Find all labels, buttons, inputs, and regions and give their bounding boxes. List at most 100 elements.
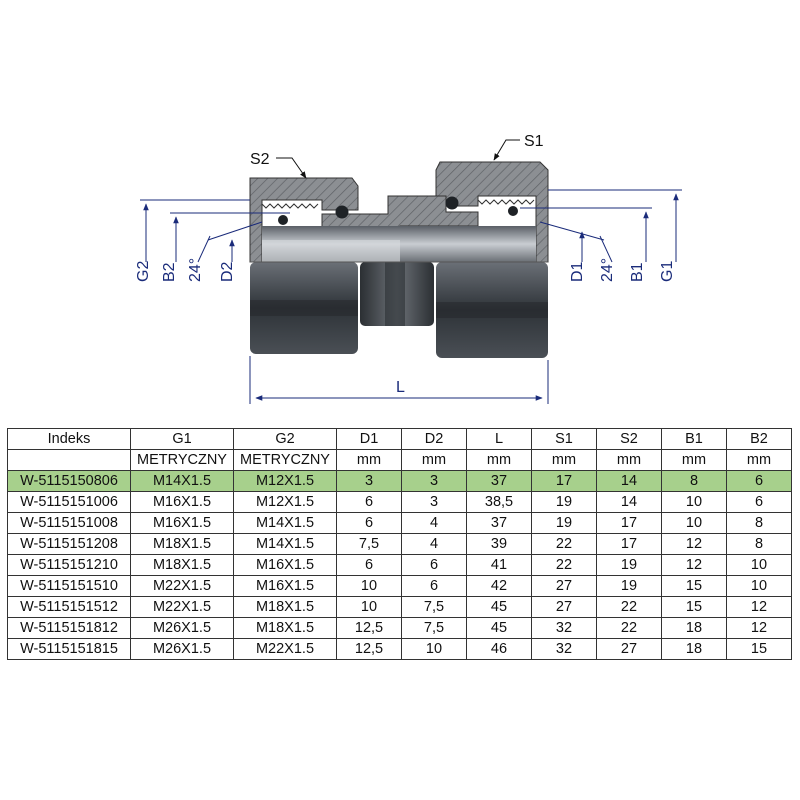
column-header: L <box>466 428 532 450</box>
value-cell: M18X1.5 <box>130 533 234 555</box>
value-cell: M22X1.5 <box>130 596 234 618</box>
value-cell: M26X1.5 <box>130 617 234 639</box>
column-header: G2 <box>233 428 337 450</box>
value-cell: M14X1.5 <box>233 512 337 534</box>
index-cell: W-5115151210 <box>7 554 131 576</box>
value-cell: 12,5 <box>336 617 402 639</box>
value-cell: M16X1.5 <box>130 491 234 513</box>
left-dimensions <box>140 199 290 263</box>
value-cell: 42 <box>466 575 532 597</box>
value-cell: M16X1.5 <box>233 575 337 597</box>
value-cell: 15 <box>661 575 727 597</box>
value-cell: 19 <box>596 554 662 576</box>
value-cell: 7,5 <box>336 533 402 555</box>
value-cell: 19 <box>596 575 662 597</box>
value-cell: 12 <box>726 617 792 639</box>
value-cell: M12X1.5 <box>233 491 337 513</box>
value-cell: 17 <box>596 533 662 555</box>
value-cell: 12 <box>661 554 727 576</box>
unit-cell: mm <box>531 449 597 471</box>
column-header: D2 <box>401 428 467 450</box>
value-cell: 12 <box>726 596 792 618</box>
value-cell: 10 <box>726 575 792 597</box>
unit-cell: mm <box>336 449 402 471</box>
value-cell: 19 <box>531 491 597 513</box>
value-cell: 32 <box>531 617 597 639</box>
value-cell: 10 <box>336 596 402 618</box>
right-ball <box>445 196 459 210</box>
value-cell: 3 <box>401 491 467 513</box>
value-cell: 4 <box>401 533 467 555</box>
column-header: B1 <box>661 428 727 450</box>
value-cell: 22 <box>596 617 662 639</box>
right-dimensions <box>520 189 682 263</box>
value-cell: 41 <box>466 554 532 576</box>
svg-text:S1: S1 <box>524 133 544 150</box>
fitting-cross-section <box>249 161 549 263</box>
value-cell: 39 <box>466 533 532 555</box>
label-d1: D1 <box>569 261 586 282</box>
label-g1: G1 <box>659 261 676 282</box>
unit-cell: mm <box>596 449 662 471</box>
value-cell: 6 <box>726 470 792 492</box>
right-nut-section <box>435 161 549 263</box>
value-cell: M18X1.5 <box>130 554 234 576</box>
right-bore <box>400 226 536 262</box>
label-b2: B2 <box>161 262 178 282</box>
length-dimension <box>249 356 549 404</box>
value-cell: 15 <box>661 596 727 618</box>
value-cell: 22 <box>531 554 597 576</box>
value-cell: 8 <box>726 533 792 555</box>
value-cell: M26X1.5 <box>130 638 234 660</box>
value-cell: 27 <box>531 575 597 597</box>
value-cell: 37 <box>466 512 532 534</box>
left-ball <box>335 205 349 219</box>
value-cell: 8 <box>726 512 792 534</box>
unit-cell: mm <box>726 449 792 471</box>
label-b1: B1 <box>629 262 646 282</box>
value-cell: 14 <box>596 470 662 492</box>
index-cell: W-5115151510 <box>7 575 131 597</box>
value-cell: 6 <box>336 512 402 534</box>
index-cell: W-5115151815 <box>7 638 131 660</box>
value-cell: 6 <box>401 575 467 597</box>
value-cell: 27 <box>596 638 662 660</box>
value-cell: 3 <box>336 470 402 492</box>
value-cell: 4 <box>401 512 467 534</box>
value-cell: M18X1.5 <box>233 596 337 618</box>
value-cell: 22 <box>531 533 597 555</box>
technical-drawing: S2 S1 G2 B2 24° D2 D1 24° B1 G1 L <box>135 133 682 404</box>
value-cell: M22X1.5 <box>130 575 234 597</box>
value-cell: 19 <box>531 512 597 534</box>
value-cell: 6 <box>336 491 402 513</box>
right-oring <box>508 206 518 216</box>
value-cell: 12 <box>661 533 727 555</box>
left-oring <box>278 215 288 225</box>
value-cell: 14 <box>596 491 662 513</box>
value-cell: 10 <box>401 638 467 660</box>
unit-cell: mm <box>661 449 727 471</box>
index-cell: W-5115151008 <box>7 512 131 534</box>
callout-s1: S1 <box>493 133 544 161</box>
svg-text:S2: S2 <box>250 151 270 168</box>
value-cell: M16X1.5 <box>233 554 337 576</box>
value-cell: 6 <box>726 491 792 513</box>
index-cell: W-5115151812 <box>7 617 131 639</box>
label-angle-left: 24° <box>187 258 204 282</box>
value-cell: M14X1.5 <box>233 533 337 555</box>
value-cell: M12X1.5 <box>233 470 337 492</box>
unit-cell: mm <box>466 449 532 471</box>
label-d2: D2 <box>219 261 236 282</box>
label-angle-right: 24° <box>599 258 616 282</box>
value-cell: 10 <box>661 512 727 534</box>
value-cell: 17 <box>531 470 597 492</box>
